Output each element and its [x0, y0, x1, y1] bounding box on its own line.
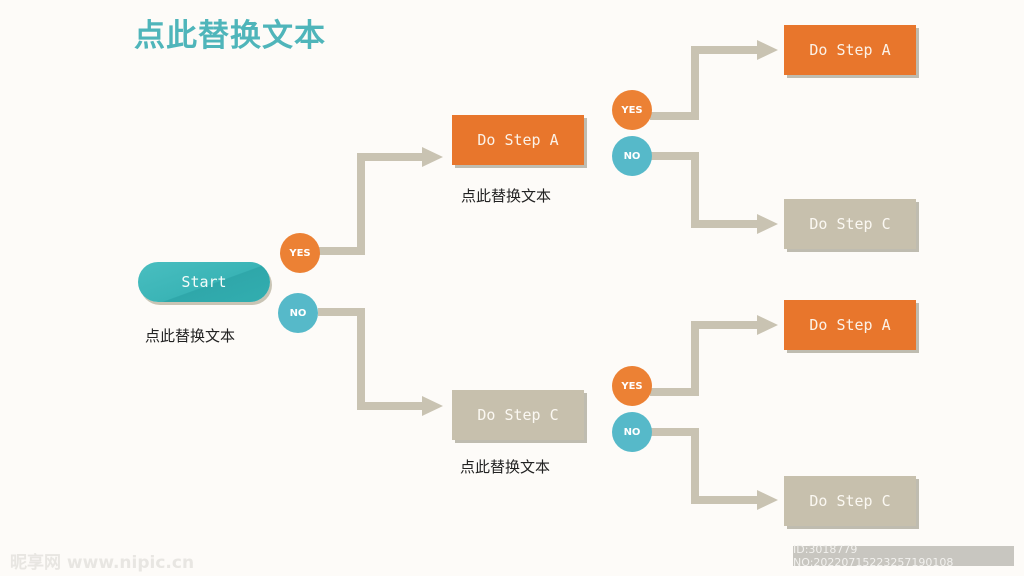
connector-a-yes: [650, 46, 760, 120]
step-c-box[interactable]: Do Step C: [784, 476, 916, 526]
arrowhead: [757, 40, 778, 60]
arrowhead: [757, 490, 778, 510]
watermark-id: ID:3018779 NO:20220715223257190108: [793, 543, 1014, 569]
step-c-box[interactable]: Do Step C: [452, 390, 584, 440]
yes-badge: YES: [612, 90, 652, 130]
connector-start-yes: [318, 153, 425, 255]
yes-badge: YES: [612, 366, 652, 406]
connector-c-no: [650, 428, 760, 504]
step-c-box[interactable]: Do Step C: [784, 199, 916, 249]
arrowhead: [757, 214, 778, 234]
arrowhead: [757, 315, 778, 335]
start-node[interactable]: Start: [138, 262, 270, 302]
step-a-box[interactable]: Do Step A: [452, 115, 584, 165]
watermark-logo: 昵享网 www.nipic.cn: [10, 553, 195, 573]
no-badge: NO: [612, 136, 652, 176]
connector-a-no: [650, 152, 760, 228]
step-a-box[interactable]: Do Step A: [784, 25, 916, 75]
arrowhead: [422, 147, 443, 167]
yes-badge: YES: [280, 233, 320, 273]
no-badge: NO: [612, 412, 652, 452]
arrowhead: [422, 396, 443, 416]
step-a-caption: 点此替换文本: [461, 187, 552, 205]
no-badge: NO: [278, 293, 318, 333]
start-caption: 点此替换文本: [145, 327, 236, 345]
connector-start-no: [318, 308, 425, 410]
step-c-caption: 点此替换文本: [460, 458, 551, 476]
step-a-box[interactable]: Do Step A: [784, 300, 916, 350]
connector-c-yes: [650, 321, 760, 396]
page-title: 点此替换文本: [134, 18, 326, 54]
